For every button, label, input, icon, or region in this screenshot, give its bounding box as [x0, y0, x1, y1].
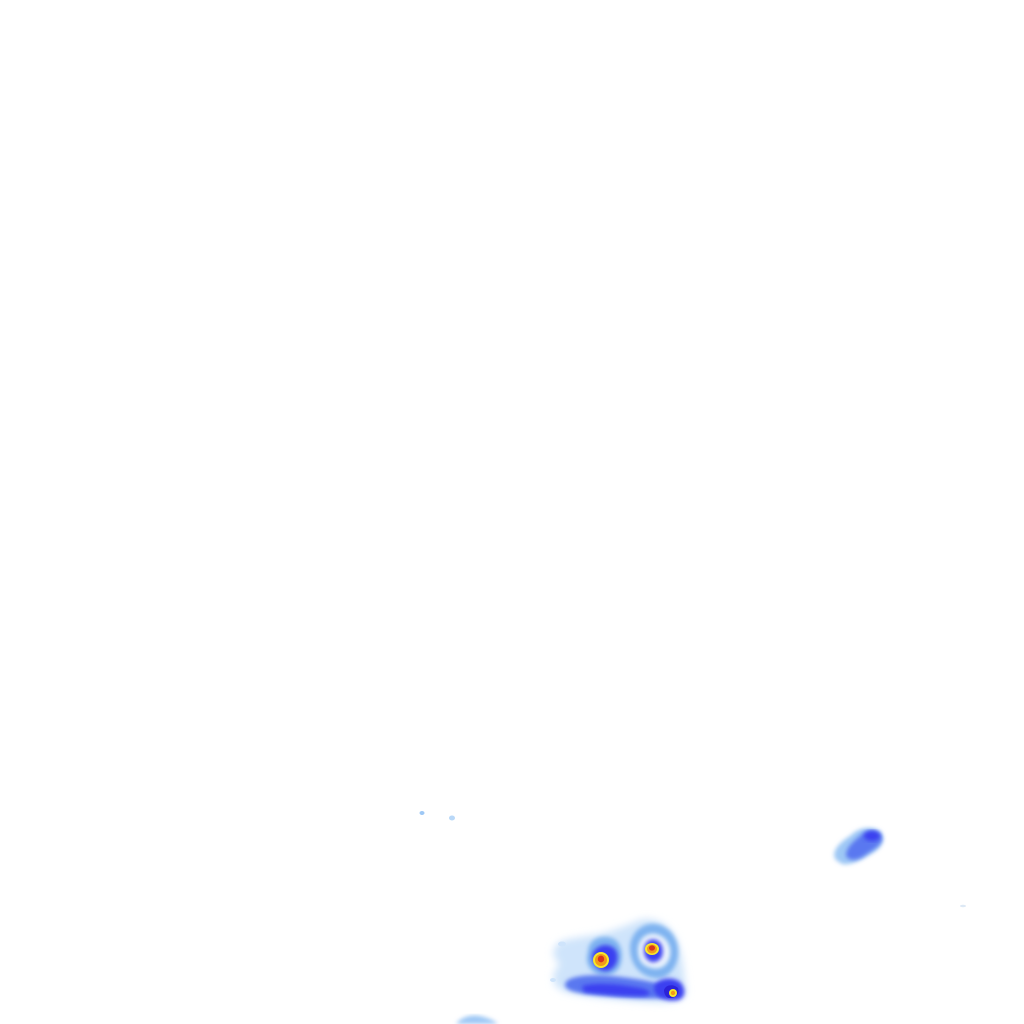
core-west	[593, 952, 609, 968]
echo-cell-east	[834, 828, 883, 865]
south-band-core	[582, 983, 650, 996]
outlier-west	[550, 978, 556, 982]
outlier-northwest	[558, 941, 566, 947]
speck	[419, 811, 425, 815]
core-west-red	[597, 955, 605, 963]
echo-wisp-far-east	[960, 904, 966, 908]
echo-specks-center	[419, 811, 455, 821]
speck	[449, 815, 455, 821]
core-center	[645, 943, 659, 955]
core-center-red	[649, 945, 655, 951]
echo-fragment-bottom	[456, 1015, 498, 1024]
core-east-orange	[670, 990, 676, 996]
core-east	[669, 989, 677, 997]
fragment-bottom-shape	[456, 1015, 498, 1024]
cell-east-core	[864, 831, 880, 841]
wisp	[960, 904, 966, 908]
echo-cluster-south	[550, 919, 687, 1003]
